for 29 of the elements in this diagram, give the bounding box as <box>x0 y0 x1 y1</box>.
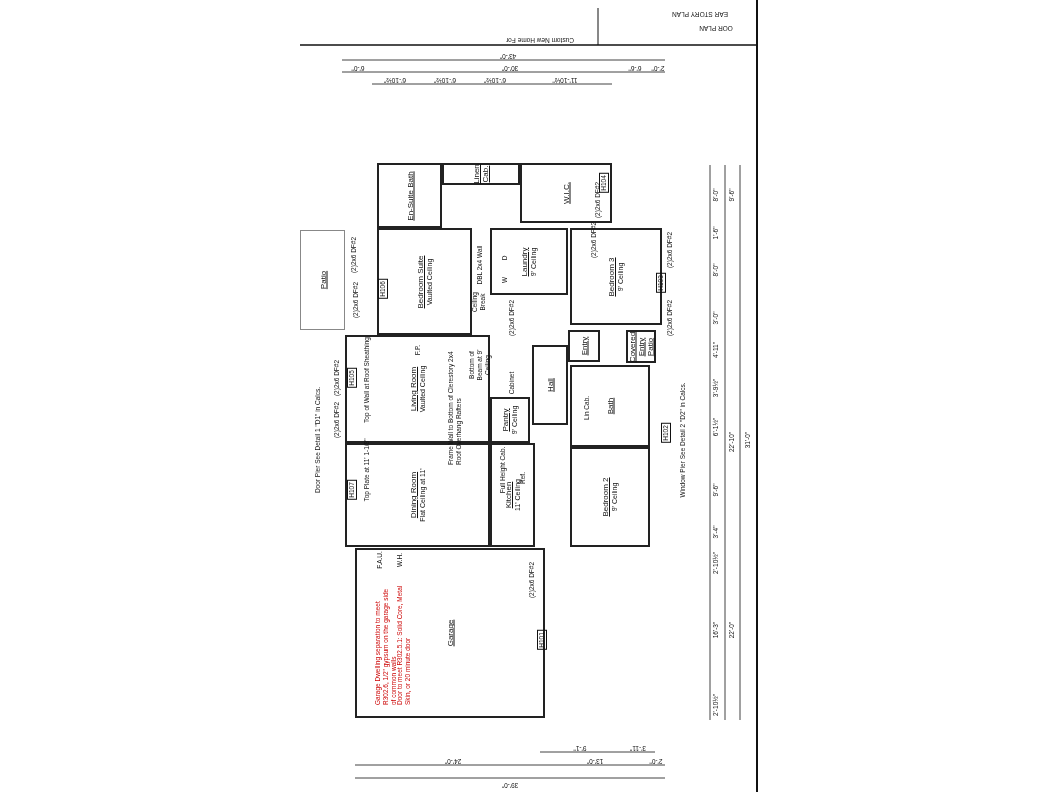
room-outline <box>377 228 472 335</box>
room-name: Bath <box>605 397 615 415</box>
room-outline <box>570 365 650 447</box>
room-name: Linen Cab. <box>472 164 490 184</box>
room-name: Bedroom 2 <box>601 477 610 517</box>
room-name: Garage <box>445 619 455 647</box>
room-name: Pantry <box>501 408 510 432</box>
garage-room <box>355 548 545 718</box>
room-name: Patio <box>318 270 327 290</box>
room-name: Laundry <box>520 247 529 276</box>
room-outline <box>520 163 612 223</box>
room-name: W.I.C. <box>561 182 571 204</box>
room-outline <box>532 345 568 425</box>
room-outline <box>490 443 535 547</box>
room-name: Hall <box>545 378 555 392</box>
room-outline <box>568 330 600 362</box>
room-name: Dining Room <box>408 471 418 519</box>
room-outline <box>490 397 530 443</box>
patio-area <box>300 230 345 330</box>
room-name: Living Room <box>408 366 418 412</box>
room-name: Bedroom 3 <box>607 256 616 297</box>
room-name: Bedroom Suite <box>415 255 425 308</box>
room-outline <box>570 447 650 547</box>
room-outline <box>490 228 568 295</box>
room-name: Entry <box>579 336 589 356</box>
room-name: En-Suite Bath <box>405 170 414 221</box>
room-outline <box>442 163 520 185</box>
room-name: Covered Entry Patio <box>627 331 655 362</box>
room-outline <box>377 163 442 228</box>
